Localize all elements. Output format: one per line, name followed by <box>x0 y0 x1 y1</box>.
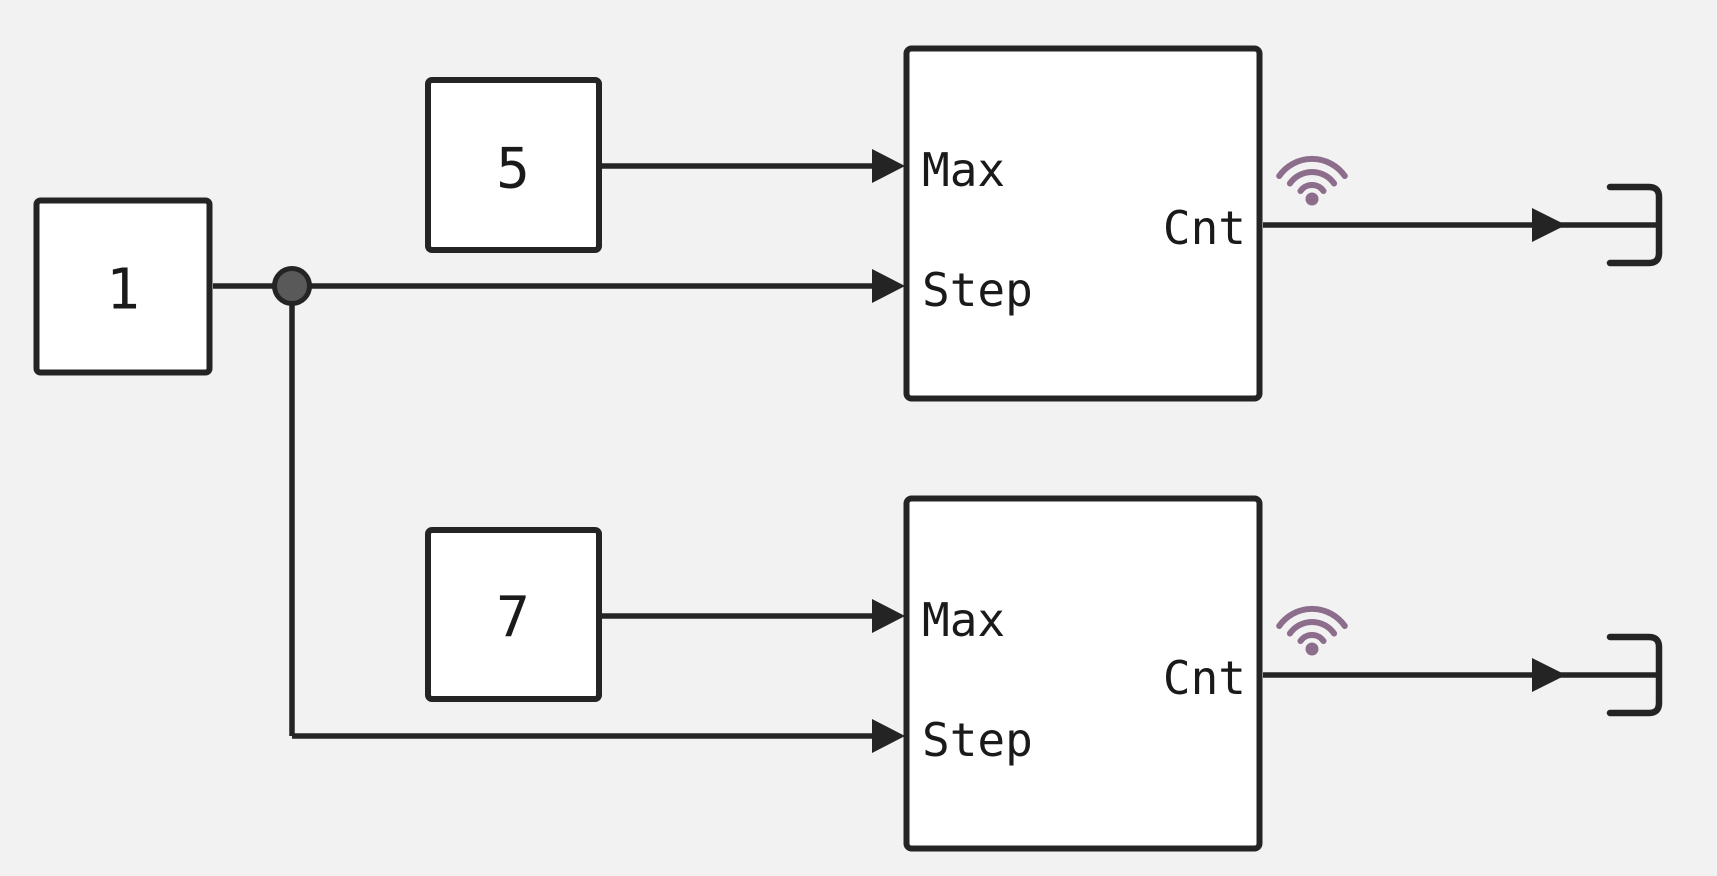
bracket-terminator-top-icon[interactable] <box>1606 183 1663 267</box>
wires <box>213 149 1659 753</box>
constant-block-7-value: 7 <box>496 586 530 651</box>
counter-block-bottom[interactable] <box>903 495 1263 852</box>
wifi-icon-bottom[interactable] <box>1276 605 1348 656</box>
counter-top-port-step: Step <box>922 263 1033 317</box>
wifi-arc-middle <box>1286 619 1338 637</box>
constant-block-7[interactable] <box>425 527 602 702</box>
constant-block-5-value: 5 <box>496 137 530 202</box>
counter-bottom-port-step: Step <box>922 713 1033 767</box>
constant-block-1[interactable] <box>33 197 213 376</box>
arrowhead-cnt-bottom-icon <box>1532 658 1566 692</box>
wifi-arc-middle <box>1286 169 1338 187</box>
arrowhead-cnt-top-icon <box>1532 208 1566 242</box>
bracket-terminator-bottom-icon[interactable] <box>1606 633 1663 717</box>
constant-block-1-value: 1 <box>106 258 140 323</box>
arrowhead-step-top-icon <box>872 269 905 303</box>
junction-dot-icon[interactable] <box>272 266 312 306</box>
arrowhead-max-bottom-icon <box>872 599 905 633</box>
wifi-arc-outer <box>1276 155 1348 179</box>
counter-bottom-port-cnt: Cnt <box>1163 651 1246 705</box>
wifi-arc-outer <box>1276 605 1348 629</box>
counter-top-port-cnt: Cnt <box>1163 201 1246 255</box>
counter-top-port-max: Max <box>922 143 1005 197</box>
wifi-arc-inner <box>1297 182 1327 194</box>
wifi-dot <box>1305 192 1319 206</box>
wifi-arc-inner <box>1297 632 1327 644</box>
counter-bottom-port-max: Max <box>922 593 1005 647</box>
counter-block-top[interactable] <box>903 45 1263 402</box>
wifi-icon-top[interactable] <box>1276 155 1348 206</box>
arrowhead-step-bottom-icon <box>872 719 905 753</box>
constant-block-5[interactable] <box>425 77 602 253</box>
arrowhead-max-top-icon <box>872 149 905 183</box>
wifi-dot <box>1305 642 1319 656</box>
